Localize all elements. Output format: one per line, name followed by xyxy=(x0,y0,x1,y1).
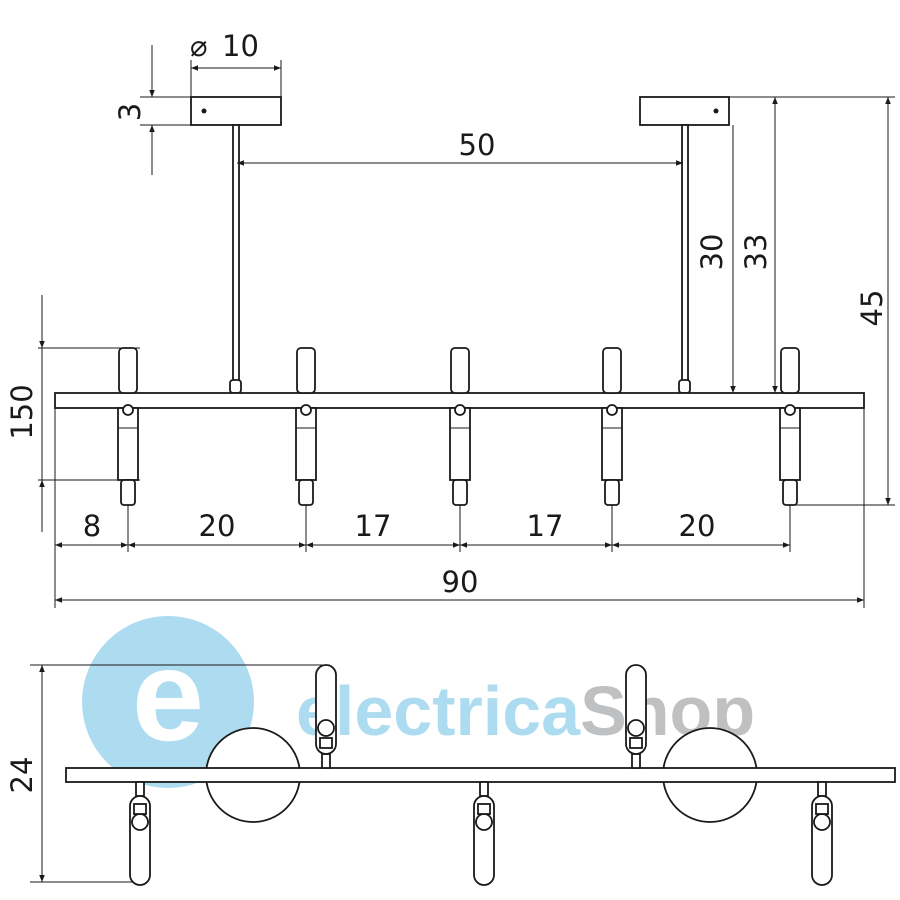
dim-spot-length: 150 xyxy=(5,384,39,439)
spotlight xyxy=(779,347,801,506)
spotlight-bottom xyxy=(811,781,833,886)
svg-text:e: e xyxy=(132,622,204,768)
bottom-view xyxy=(65,664,896,886)
dimension-lines xyxy=(30,45,895,883)
spotlight xyxy=(601,347,623,506)
dim-plate-diameter: 10 xyxy=(222,29,259,63)
dim-rod-spacing: 50 xyxy=(459,128,496,162)
spotlight-bottom xyxy=(625,664,647,769)
ceiling-plate-left xyxy=(190,96,282,394)
dim-spacing: 8 xyxy=(83,509,101,543)
watermark-logo: e electricaShop xyxy=(82,616,755,788)
svg-text:electricaShop: electricaShop xyxy=(296,672,755,750)
ceiling-plate-right xyxy=(639,96,730,394)
dim-spacing: 20 xyxy=(199,509,236,543)
dim-spacing: 17 xyxy=(527,509,564,543)
spotlight-bottom xyxy=(473,781,495,886)
dim-rod-total: 33 xyxy=(739,234,773,271)
dim-rod-height: 30 xyxy=(695,234,729,271)
spotlight xyxy=(449,347,471,506)
diameter-symbol: ⌀ xyxy=(190,29,207,63)
spotlight xyxy=(295,347,317,506)
dim-spacing: 17 xyxy=(355,509,392,543)
dim-total-width: 90 xyxy=(442,565,479,599)
spotlight-bottom xyxy=(129,781,151,886)
dim-plate-height: 3 xyxy=(113,103,147,121)
dim-total-height: 45 xyxy=(855,290,889,327)
spotlights-front xyxy=(117,347,801,506)
dim-spacing: 20 xyxy=(679,509,716,543)
spotlight xyxy=(117,347,139,506)
spotlight-bottom xyxy=(315,664,337,769)
dim-bottom-depth: 24 xyxy=(5,757,39,794)
